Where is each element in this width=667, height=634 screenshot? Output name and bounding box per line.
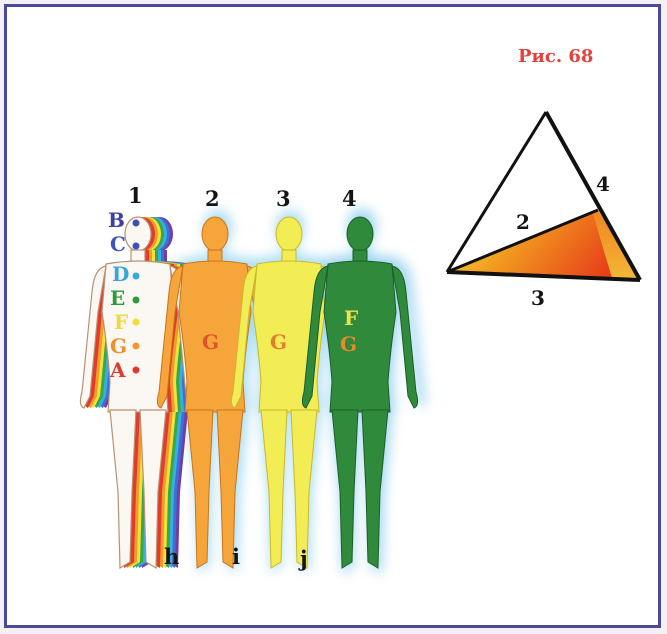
triangle-label-inner: 2 bbox=[516, 210, 530, 234]
body-4-letter-upper: F bbox=[344, 306, 358, 330]
chakra-letter-c: C bbox=[110, 232, 126, 256]
figure-number-4: 4 bbox=[342, 186, 357, 211]
chakra-letter-g: G bbox=[110, 334, 127, 358]
chakra-letter-a: A bbox=[110, 358, 126, 382]
chakra-letter-b: B bbox=[108, 208, 125, 232]
chakra-letter-e: E bbox=[110, 286, 125, 310]
bottom-label-h: h bbox=[164, 544, 179, 569]
figure-number-3: 3 bbox=[276, 186, 291, 211]
figure-number-2: 2 bbox=[205, 186, 220, 211]
triangle-diagram bbox=[447, 112, 640, 280]
body-4-letter-lower: G bbox=[340, 332, 357, 356]
figure-title: Рис. 68 bbox=[518, 46, 593, 67]
body-2-letter: G bbox=[202, 330, 219, 354]
chakra-letter-f: F bbox=[114, 310, 128, 334]
bottom-label-j: j bbox=[300, 546, 308, 571]
triangle-label-side: 4 bbox=[596, 172, 610, 196]
bottom-label-i: i bbox=[232, 544, 240, 569]
figure-number-1: 1 bbox=[128, 183, 143, 208]
triangle-label-base: 3 bbox=[531, 286, 545, 310]
chakra-letter-d: D bbox=[112, 262, 129, 286]
body-3-letter: G bbox=[270, 330, 287, 354]
